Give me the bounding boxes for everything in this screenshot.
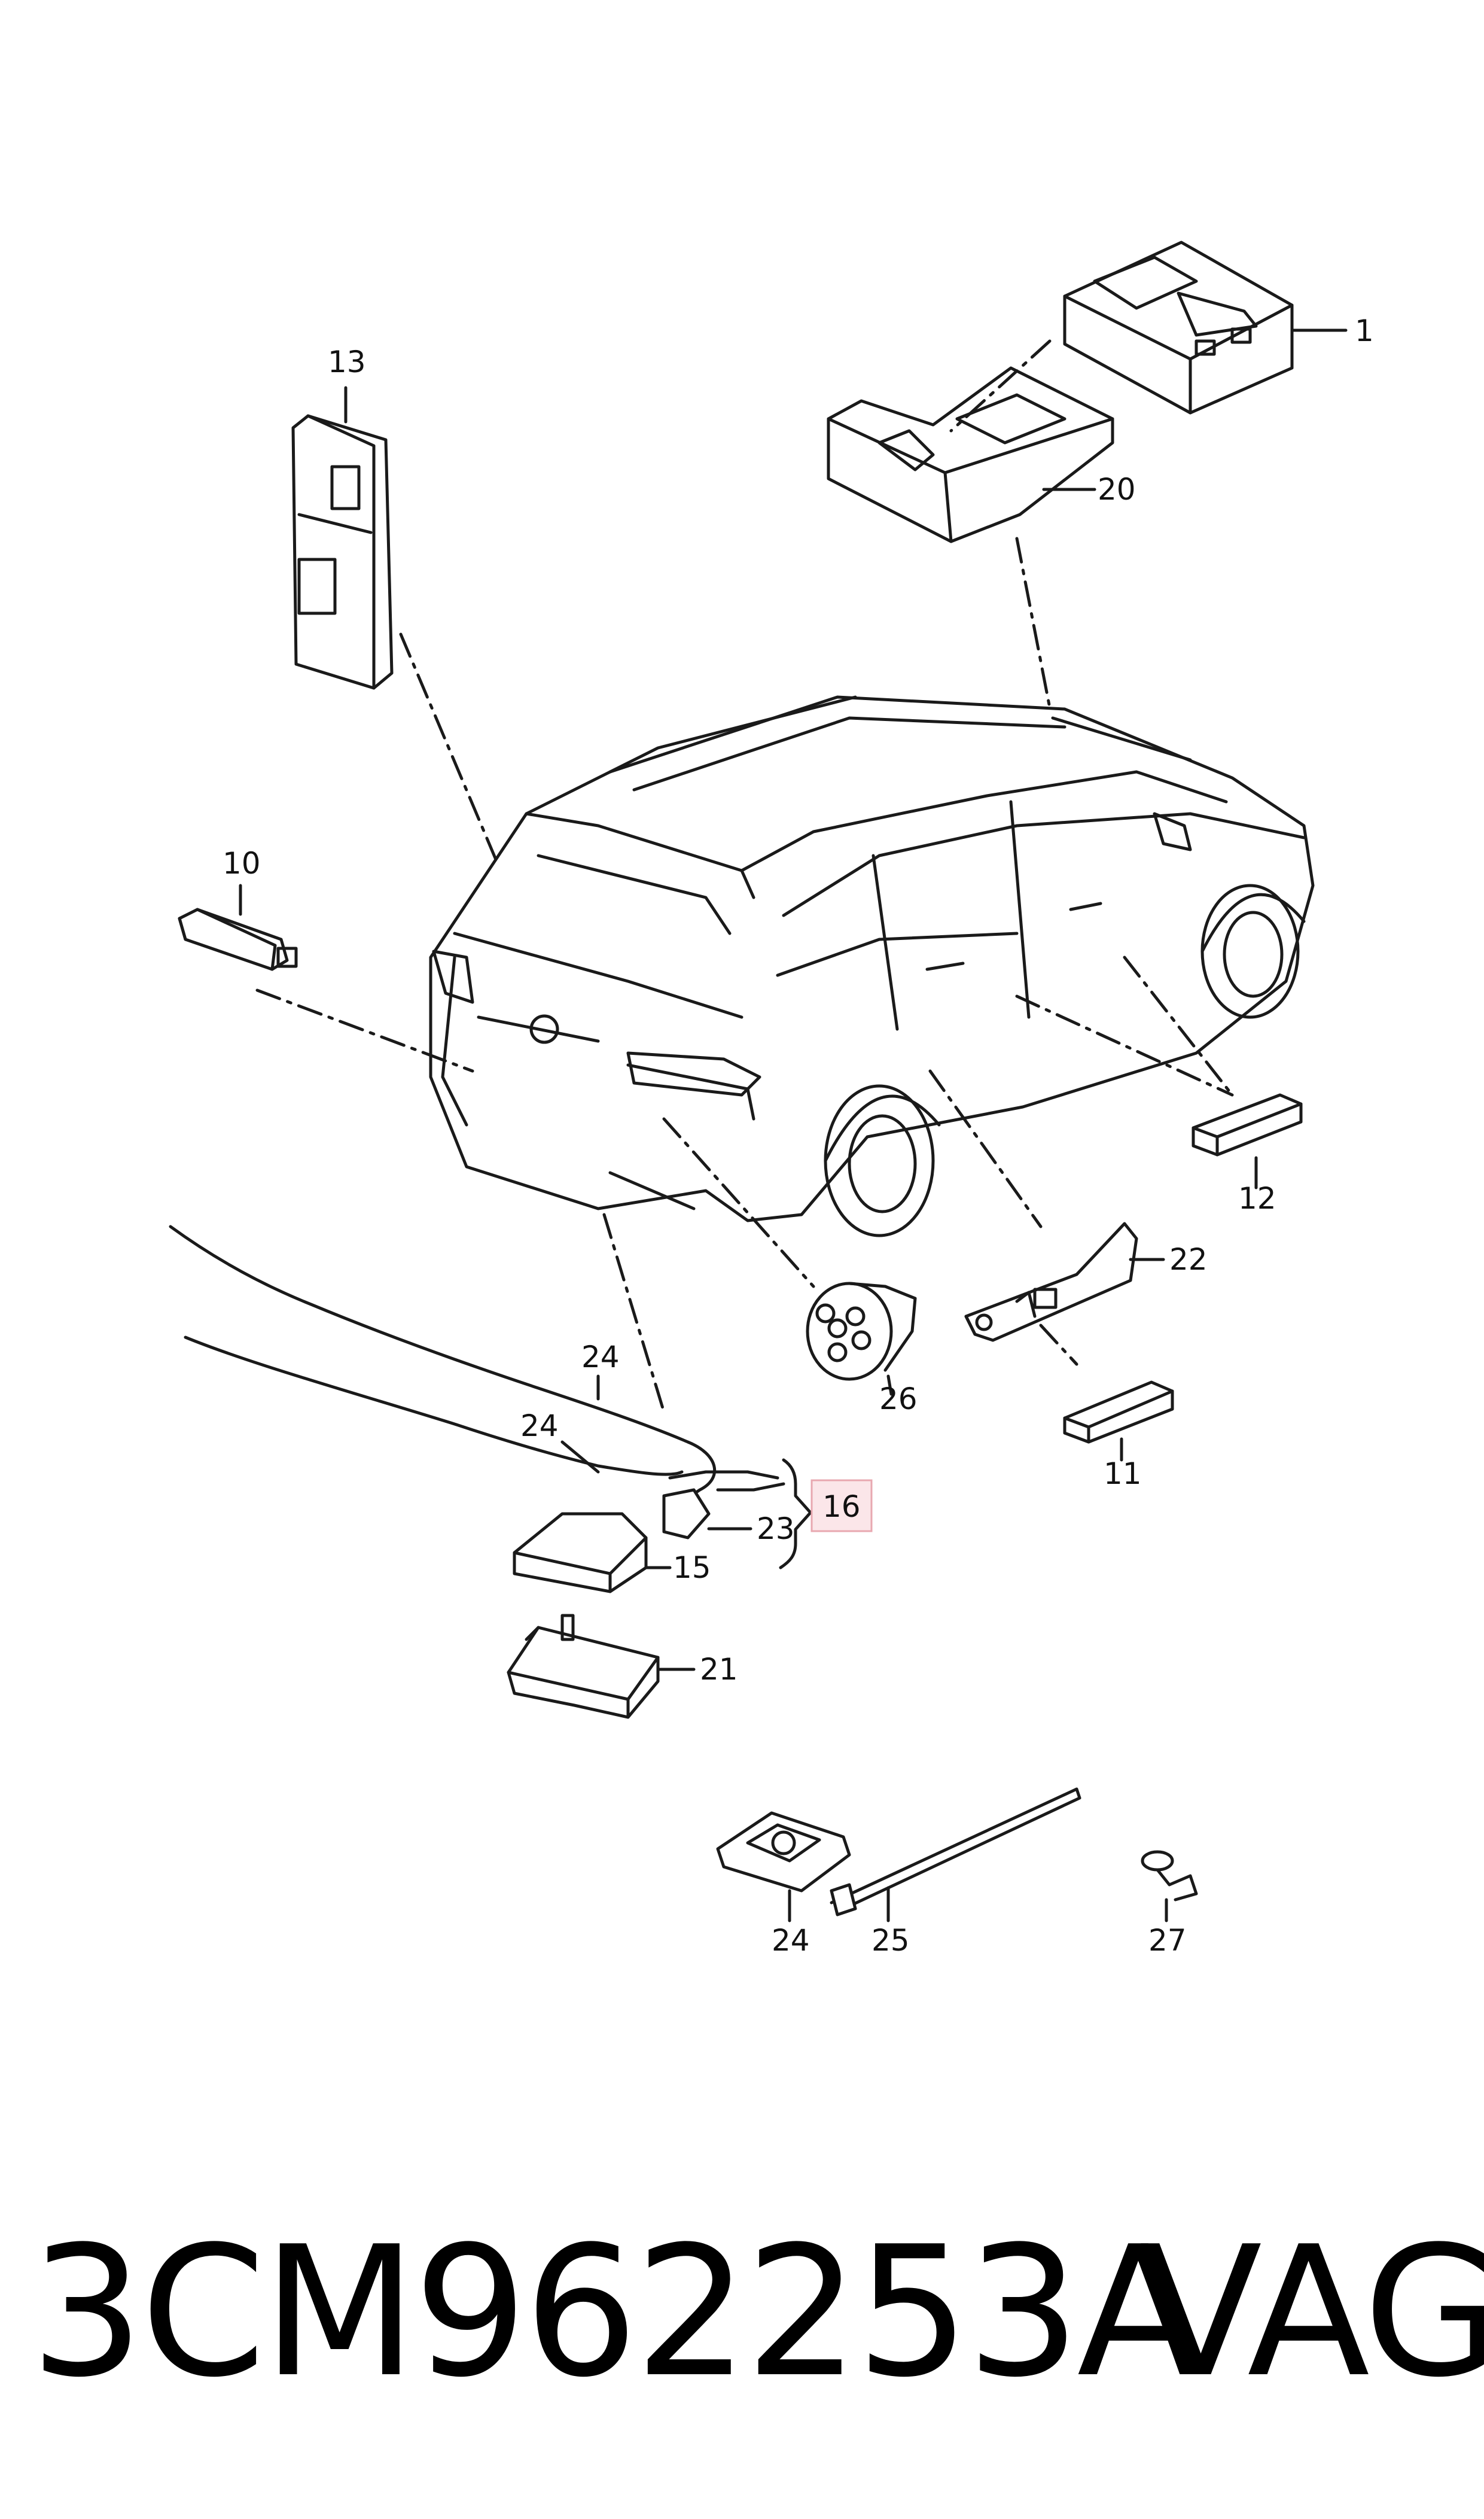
callout-22: 22 — [1169, 1242, 1208, 1277]
brand-caption: VAG — [1139, 2208, 1484, 2417]
part-26-sensor — [806, 1282, 917, 1381]
leader-line — [1123, 956, 1234, 1097]
callout-20: 20 — [1098, 472, 1136, 507]
leader-line — [602, 1213, 666, 1414]
part-11-antenna — [1063, 1380, 1174, 1444]
callout-24a: 24 — [581, 1340, 620, 1374]
callout-24b: 24 — [520, 1408, 559, 1443]
callout-23: 23 — [757, 1511, 795, 1546]
part-20-bracket — [827, 366, 1114, 543]
callout-10: 10 — [223, 846, 261, 881]
callout-11: 11 — [1104, 1456, 1142, 1491]
callout-15: 15 — [673, 1550, 711, 1585]
part-23-connector — [662, 1488, 711, 1540]
leader-line — [928, 1069, 1043, 1228]
callout-25: 25 — [871, 1923, 910, 1958]
callout-26: 26 — [879, 1382, 918, 1416]
leader-line — [1039, 1324, 1078, 1366]
leader-line — [255, 988, 474, 1073]
part-15-module — [513, 1512, 648, 1593]
leader-line — [1015, 994, 1234, 1097]
callout-1: 1 — [1355, 314, 1374, 348]
callout-16: 16 — [822, 1489, 861, 1524]
part-25-cable-tie — [830, 1787, 1081, 1916]
part-10-sensor — [178, 908, 298, 971]
part-1-control-unit — [1063, 241, 1294, 415]
callout-13: 13 — [328, 345, 366, 379]
part-22-bracket — [964, 1222, 1138, 1342]
part-21-cover — [507, 1614, 660, 1719]
part-27-rivet — [1141, 1850, 1198, 1902]
vehicle-illustration — [429, 695, 1315, 1237]
callout-16-highlight — [810, 1479, 873, 1532]
part-16-wiring-harness — [169, 1225, 785, 1504]
part-13-module — [291, 414, 394, 690]
bracket-16 — [779, 1458, 812, 1569]
callout-24c: 24 — [772, 1923, 810, 1958]
callout-21: 21 — [700, 1652, 738, 1687]
callout-12: 12 — [1238, 1181, 1276, 1216]
callout-27: 27 — [1148, 1923, 1187, 1958]
part-24-clip — [716, 1811, 851, 1893]
part-12-antenna — [1192, 1093, 1303, 1157]
leader-line — [560, 1440, 600, 1474]
part-number-caption: 3CM962253A — [30, 2208, 1200, 2417]
leader-line — [886, 1374, 893, 1396]
leader-line — [949, 339, 1052, 433]
leader-line — [662, 1117, 815, 1288]
